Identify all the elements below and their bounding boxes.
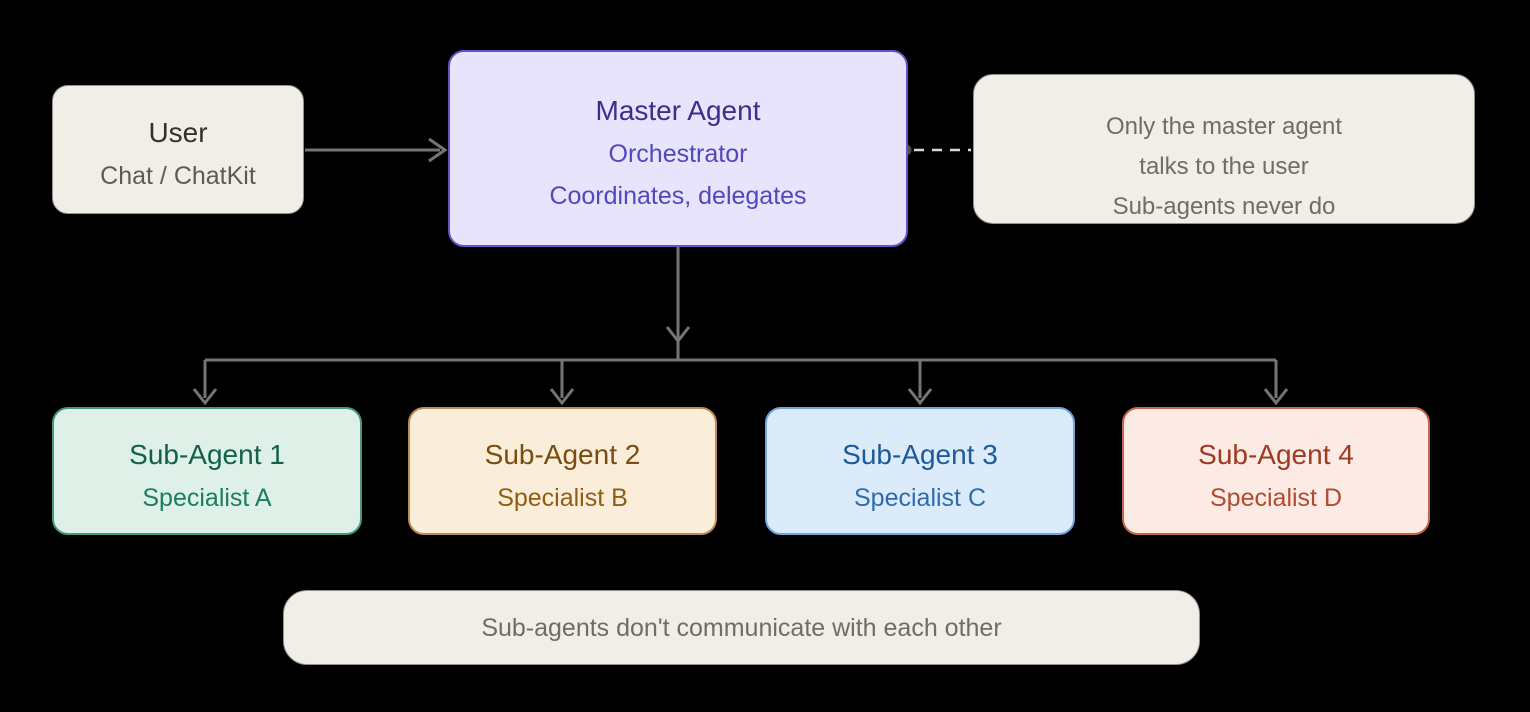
sub-agent-1-title: Sub-Agent 1 xyxy=(129,439,285,470)
user-to-master-arrowhead-icon xyxy=(428,137,448,163)
user-node-title: User xyxy=(148,117,208,148)
sub-agent-2-title: Sub-Agent 2 xyxy=(484,439,641,470)
master-to-hub-arrowhead-icon xyxy=(665,326,691,344)
sub-agent-4-title: Sub-Agent 4 xyxy=(1198,439,1354,470)
hub-to-sub1-arrowhead-icon xyxy=(192,388,218,406)
master-note-line-1: Only the master agent xyxy=(1105,113,1343,140)
sub-agent-1-subtitle: Specialist A xyxy=(142,484,272,512)
master-agent-description: Coordinates, delegates xyxy=(549,182,807,210)
sub-agent-1-node: Sub-Agent 1 Specialist A xyxy=(52,407,362,535)
master-agent-role: Orchestrator xyxy=(608,140,748,168)
user-node-subtitle: Chat / ChatKit xyxy=(100,162,256,190)
bottom-note: Sub-agents don't communicate with each o… xyxy=(283,590,1200,665)
sub-agent-4-node: Sub-Agent 4 Specialist D xyxy=(1122,407,1430,535)
sub-agent-3-node: Sub-Agent 3 Specialist C xyxy=(765,407,1075,535)
hub-to-sub2-arrowhead-icon xyxy=(549,388,575,406)
sub-agent-2-node: Sub-Agent 2 Specialist B xyxy=(408,407,717,535)
master-note-line-2: talks to the user xyxy=(1139,153,1309,180)
master-note-line-3: Sub-agents never do xyxy=(1112,193,1336,220)
master-agent-title: Master Agent xyxy=(595,95,761,126)
master-note: Only the master agent talks to the user … xyxy=(973,74,1475,224)
sub-agent-3-title: Sub-Agent 3 xyxy=(842,439,998,470)
bottom-note-text: Sub-agents don't communicate with each o… xyxy=(481,613,1002,642)
sub-agent-2-subtitle: Specialist B xyxy=(497,484,628,512)
sub-agent-4-subtitle: Specialist D xyxy=(1210,484,1342,512)
hub-to-sub3-arrowhead-icon xyxy=(907,388,933,406)
master-agent-node: Master Agent Orchestrator Coordinates, d… xyxy=(448,50,908,247)
hub-to-sub4-arrowhead-icon xyxy=(1263,388,1289,406)
user-node: User Chat / ChatKit xyxy=(52,85,304,214)
sub-agent-3-subtitle: Specialist C xyxy=(854,484,986,512)
